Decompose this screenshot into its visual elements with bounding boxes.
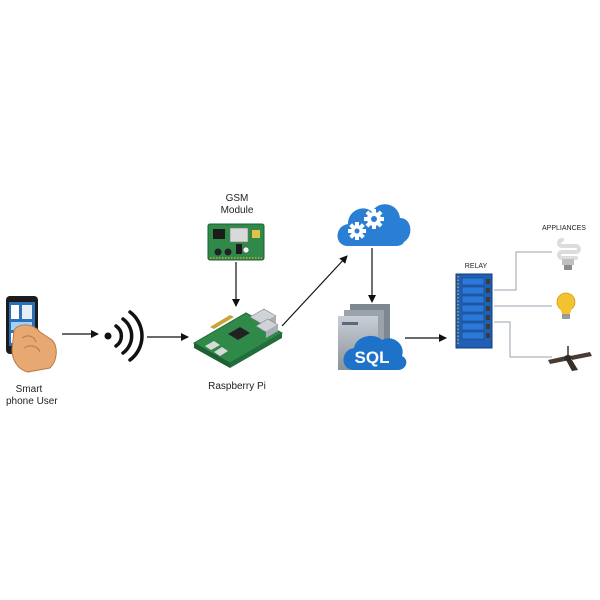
smartphone-user-label: Smart phone User bbox=[6, 384, 58, 408]
smartphone-label-line1: Smart bbox=[15, 384, 43, 395]
gsm-module-label: GSM Module bbox=[212, 193, 262, 217]
wireless-signal-icon bbox=[104, 310, 144, 362]
raspberry-pi-label: Raspberry Pi bbox=[208, 381, 266, 392]
gsm-module-board-icon bbox=[207, 223, 265, 261]
smartphone-hand-icon bbox=[6, 296, 57, 373]
sql-label: SQL bbox=[355, 348, 390, 367]
cloud-gears-icon bbox=[337, 204, 411, 246]
light-bulb-icon bbox=[556, 292, 576, 319]
appliances-label: APPLIANCES bbox=[542, 225, 586, 232]
sql-database-icon bbox=[338, 304, 407, 370]
gsm-label-line2: Module bbox=[220, 205, 254, 216]
arrow-pi-to-cloud bbox=[281, 255, 348, 327]
ceiling-fan-icon bbox=[548, 346, 592, 371]
gsm-label-line1: GSM bbox=[225, 193, 249, 204]
relay-wires bbox=[494, 251, 552, 358]
smartphone-label-line2: phone User bbox=[6, 396, 58, 407]
relay-label: RELAY bbox=[464, 263, 488, 270]
raspberry-pi-board-icon bbox=[192, 308, 284, 368]
cfl-bulb-icon bbox=[557, 238, 581, 270]
relay-module-icon bbox=[455, 273, 493, 349]
